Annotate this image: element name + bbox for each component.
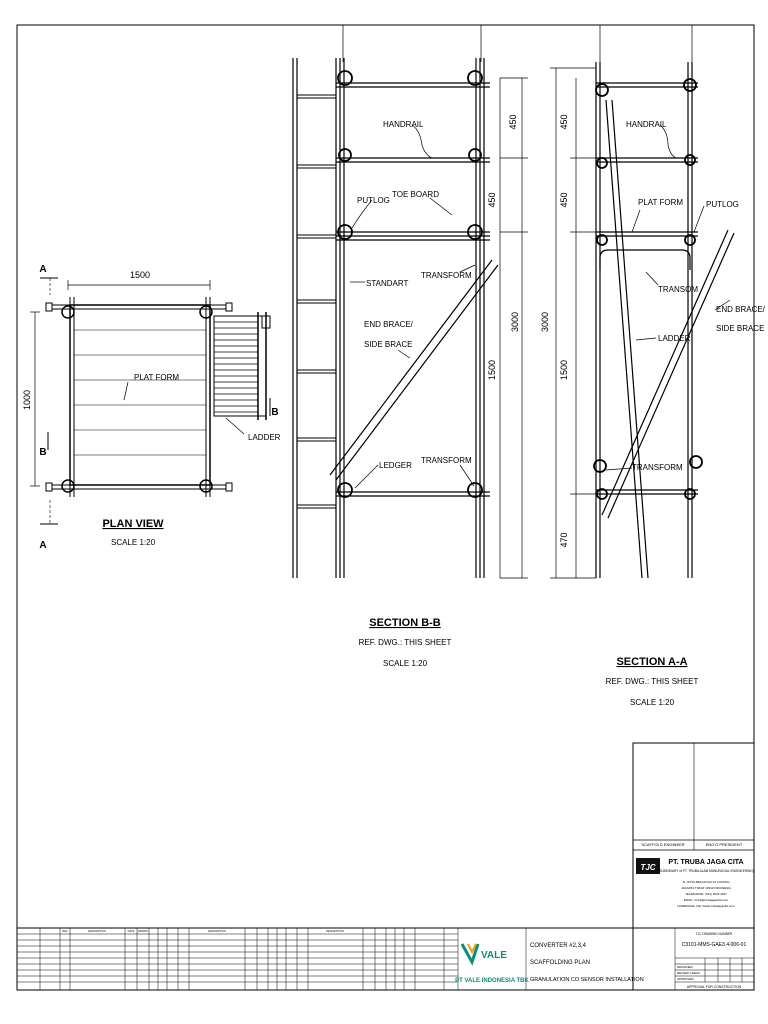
plan-view-scale: SCALE 1:20	[111, 538, 156, 547]
bb-label-putlog: PUTLOG	[357, 196, 390, 205]
tb-sign-review: REVIEW CHECK	[677, 971, 700, 975]
tb-address-1: JL. RAYA BEKASI KM 23 CAKUNG	[682, 880, 730, 884]
client-logo-text: VALE	[481, 950, 507, 961]
aa-label-end-brace-2: SIDE BRACE	[716, 324, 764, 333]
aa-label-end-brace-1: END BRACE/	[716, 305, 766, 314]
plan-cut-b-right: B	[271, 407, 278, 418]
plan-cut-a-top: A	[39, 264, 46, 275]
aa-dim-3000: 3000	[540, 312, 550, 332]
bb-label-standart: STANDART	[366, 279, 408, 288]
aa-label-putlog: PUTLOG	[706, 200, 739, 209]
tb-rev-header-rev: REV	[62, 929, 68, 933]
tb-rev-header-desc: DESCRIPTION	[88, 929, 106, 933]
aa-dim-1500: 1500	[559, 360, 569, 380]
plan-view: 1500 1000 A A B B PLAT FORM LADDER PLAN …	[22, 264, 281, 551]
tb-drawing-title-2: SCAFFOLDING PLAN	[530, 960, 590, 966]
bb-dim-450a: 450	[508, 114, 518, 129]
svg-text:TJC: TJC	[640, 863, 655, 872]
plan-cut-b-left: B	[39, 447, 46, 458]
section-aa-scale: SCALE 1:20	[630, 698, 675, 707]
aa-label-ladder: LADDER	[658, 334, 691, 343]
bb-dim-3000: 3000	[510, 312, 520, 332]
aa-dim-470: 470	[559, 532, 569, 547]
bb-label-transform-lower: TRANSFORM	[421, 456, 472, 465]
section-aa-title: SECTION A-A	[616, 656, 687, 668]
tb-drawing-title-1: CONVERTER #2,3,4	[530, 943, 587, 949]
section-aa-ref: REF. DWG.: THIS SHEET	[606, 677, 699, 686]
bb-dim-1500: 1500	[487, 360, 497, 380]
tb-address-2: JAKARTA TIMUR 13910 INDONESIA	[681, 886, 731, 890]
tb-sign-designed: DESIGNED	[677, 965, 694, 969]
title-block: SCAFFOLD ENGINEER ENG'G PRESIDENT TJC PT…	[16, 742, 755, 991]
tb-company-name: PT. TRUBA JAGA CITA	[668, 859, 743, 866]
tb-email: EMAIL: truba@trubajagacita.com	[684, 898, 729, 902]
vale-logo: VALE	[460, 943, 507, 966]
tb-role-right: ENG'G PRESIDENT	[706, 842, 743, 847]
bb-label-transform-upper: TRANSFORM	[421, 271, 472, 280]
aa-label-transom: TRANSOM	[658, 285, 698, 294]
tb-rev-header-desc-2: DESCRIPTION	[208, 929, 226, 933]
tb-approval: APPROVAL FOR CONSTRUCTION	[687, 985, 742, 989]
plan-label-platform: PLAT FORM	[134, 373, 179, 382]
bb-label-end-brace-1: END BRACE/	[364, 320, 414, 329]
tb-client-name: PT VALE INDONESIA TBK	[455, 978, 529, 984]
tb-rev-header-desc-3: DESCRIPTION	[326, 929, 344, 933]
bb-label-toe-board: TOE BOARD	[392, 190, 439, 199]
tb-rev-header-date: DATE	[128, 929, 135, 933]
section-aa: 450 450 1500 470 3000 HANDRAIL PLAT FORM…	[540, 25, 766, 707]
aa-label-plat-form: PLAT FORM	[638, 198, 683, 207]
tb-drawing-number: C3101-MMS-GAE3.4-006-01	[682, 942, 747, 948]
section-bb-scale: SCALE 1:20	[383, 659, 428, 668]
plan-label-ladder: LADDER	[248, 433, 281, 442]
tb-role-left: SCAFFOLD ENGINEER	[641, 842, 684, 847]
aa-label-handrail: HANDRAIL	[626, 120, 667, 129]
tb-rev-header-drawn: DRAWN	[138, 929, 148, 933]
bb-dim-450b: 450	[487, 192, 497, 207]
bb-label-handrail: HANDRAIL	[383, 120, 424, 129]
tb-drawing-title-3: GRANULATION CO SENSOR INSTALLATION	[530, 977, 644, 983]
aa-dim-450b: 450	[559, 192, 569, 207]
company-logo: TJC	[636, 858, 660, 874]
bb-label-ledger: LEDGER	[379, 461, 412, 470]
section-bb-ref: REF. DWG.: THIS SHEET	[359, 638, 452, 647]
plan-cut-a-bottom: A	[39, 540, 46, 551]
plan-dim-1500: 1500	[130, 270, 150, 280]
plan-view-title: PLAN VIEW	[102, 518, 164, 530]
tb-web: HOMEPAGE: http://www.trubajagacita.com	[677, 904, 735, 908]
section-bb: 450 450 1500 3000 HANDRAIL PUTLOG TOE BO…	[292, 25, 528, 668]
plan-dim-1000: 1000	[22, 390, 32, 410]
tb-company-sub: (SUBSIDIARY of PT. TRUBA ALAM MANUNGGAL …	[658, 869, 754, 873]
aa-label-transform: TRANSFORM	[632, 463, 683, 472]
tb-drawing-number-label: TJC DRAWING NUMBER	[696, 932, 733, 936]
tb-phone: TELEPHONE: (021) 4603 3467	[685, 892, 727, 896]
tb-sign-approved: APPROVED	[677, 977, 695, 981]
section-bb-title: SECTION B-B	[369, 617, 441, 629]
bb-label-end-brace-2: SIDE BRACE	[364, 340, 412, 349]
aa-dim-450a: 450	[559, 114, 569, 129]
